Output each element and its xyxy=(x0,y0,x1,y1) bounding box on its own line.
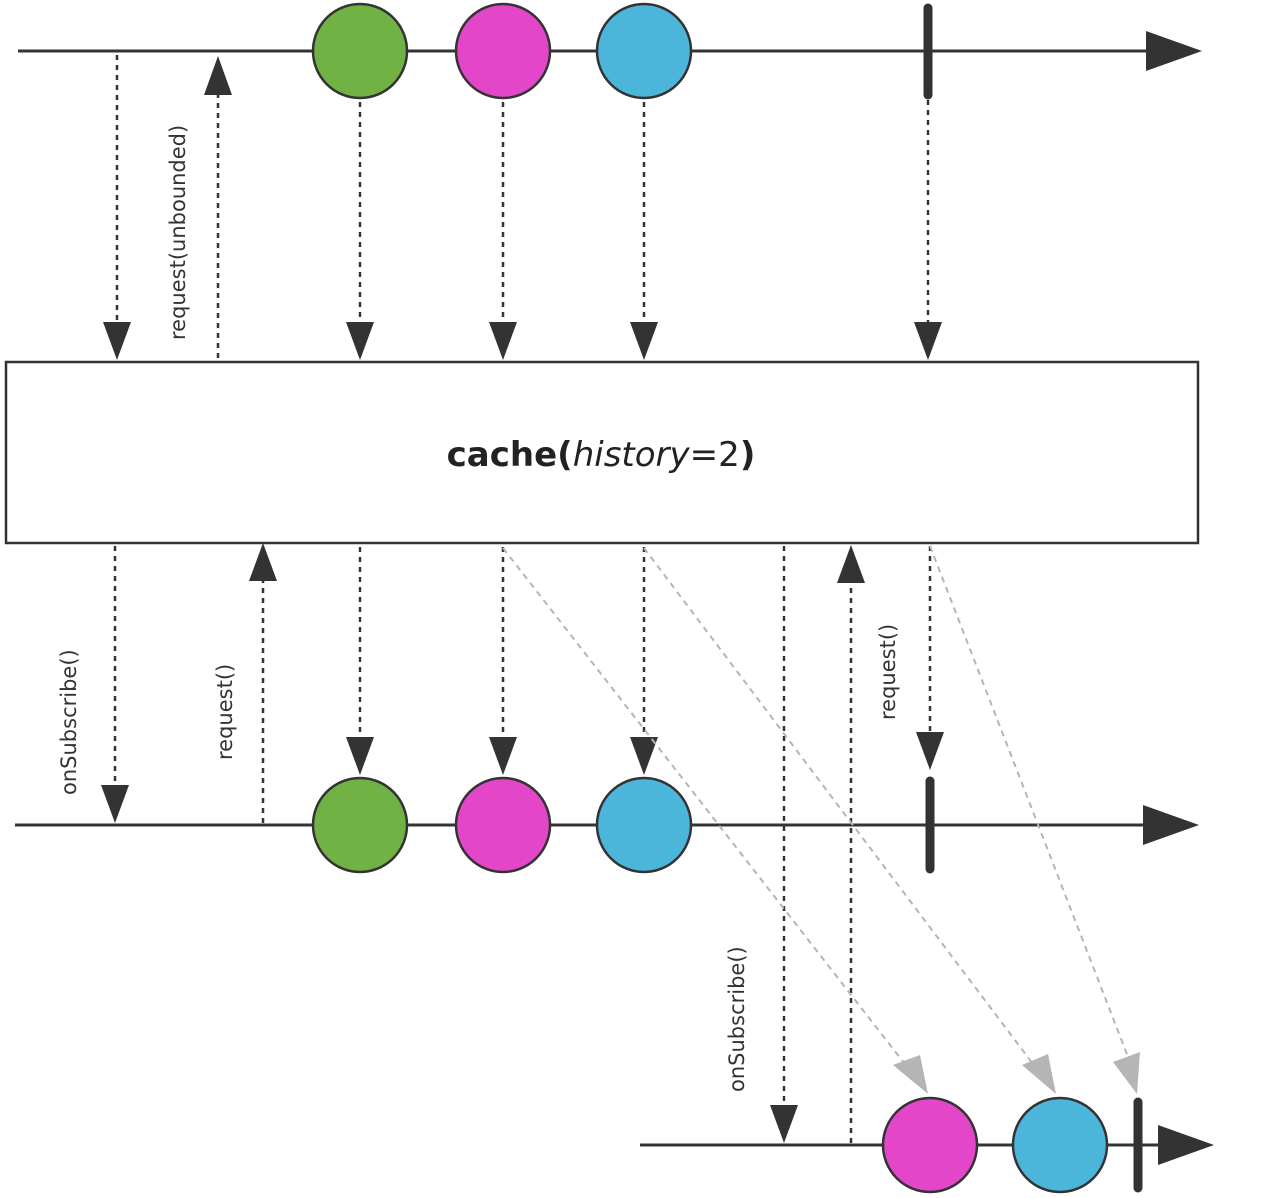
complete-replay-arrow xyxy=(929,545,1131,1063)
onsubscribe-2-label: onSubscribe() xyxy=(725,946,749,1092)
onsubscribe-2-arrowhead xyxy=(770,1105,798,1143)
green-subscriber-1-arrowhead xyxy=(346,737,374,775)
operator-param-value: 2 xyxy=(718,435,740,475)
magenta-upstream-arrowhead xyxy=(489,322,517,360)
request-2-label: request() xyxy=(876,624,900,720)
onsubscribe-1-label: onSubscribe() xyxy=(57,649,81,795)
request-1-label: request() xyxy=(213,664,237,760)
request-2-arrowhead xyxy=(837,545,865,583)
request-1-arrowhead xyxy=(249,543,277,581)
complete-upstream-arrowhead xyxy=(914,322,942,360)
subscriber-1-magenta-marble xyxy=(454,776,552,874)
subscriber-2-magenta-marble xyxy=(881,1096,979,1194)
cyan-upstream-arrowhead xyxy=(630,322,658,360)
green-upstream-arrowhead xyxy=(346,322,374,360)
subscriber-2-timeline-arrowhead xyxy=(1158,1125,1214,1165)
cyan-replay-arrow xyxy=(643,547,1037,1069)
request-unbounded-label: request(unbounded) xyxy=(166,125,190,340)
cache-operator-label: cache(history=2) xyxy=(447,435,756,475)
complete-replay-arrowhead xyxy=(1113,1052,1140,1094)
operator-open-paren: ( xyxy=(557,435,573,475)
upstream-timeline-arrowhead xyxy=(1146,31,1202,71)
operator-name: cache xyxy=(447,435,558,475)
upstream-magenta-marble xyxy=(454,2,552,100)
magenta-replay-arrow xyxy=(502,547,909,1069)
operator-equals: = xyxy=(690,435,719,475)
onsubscribe-upstream-arrowhead xyxy=(103,322,131,360)
cyan-replay-arrowhead xyxy=(1022,1054,1056,1094)
upstream-cyan-marble xyxy=(595,2,693,100)
cache-operator-box xyxy=(4,360,1200,545)
subscriber-1-timeline-arrowhead xyxy=(1143,805,1199,845)
upstream-green-marble xyxy=(311,2,409,100)
subscriber-1-cyan-marble xyxy=(595,776,693,874)
cyan-subscriber-1-arrowhead xyxy=(630,737,658,775)
complete-subscriber-1-arrowhead xyxy=(916,732,944,770)
operator-close-paren: ) xyxy=(740,435,756,475)
magenta-subscriber-1-arrowhead xyxy=(489,737,517,775)
operator-param-name: history xyxy=(573,435,691,475)
magenta-replay-arrowhead xyxy=(893,1055,928,1094)
onsubscribe-1-arrowhead xyxy=(101,785,129,823)
subscriber-1-green-marble xyxy=(311,776,409,874)
request-unbounded-arrowhead xyxy=(204,56,232,95)
subscriber-2-cyan-marble xyxy=(1011,1096,1109,1194)
